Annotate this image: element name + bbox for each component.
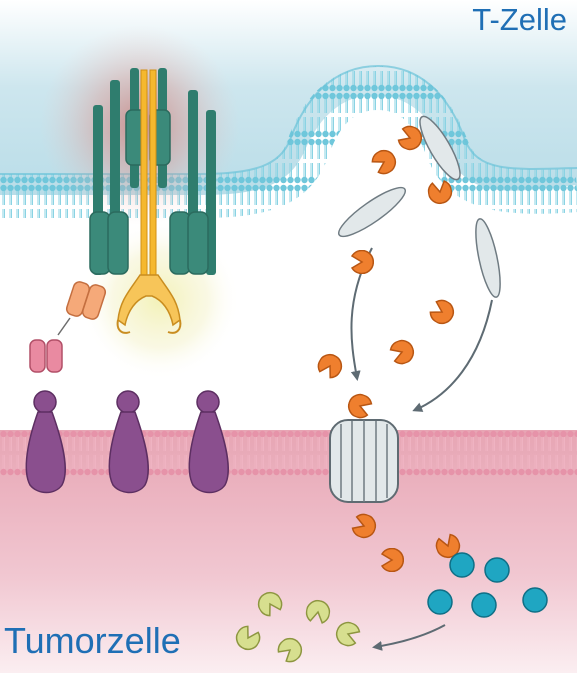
tumor-cell-membrane <box>0 430 577 476</box>
cyan-particles <box>427 552 548 618</box>
perforin-monomers <box>337 115 501 298</box>
t-cell-receptor-complex <box>89 68 216 334</box>
t-cell-label: T-Zelle <box>472 2 567 37</box>
tumor-cell-label: Tumorzelle <box>4 620 181 661</box>
t-cell-membrane <box>0 65 577 218</box>
co-receptor <box>29 281 107 373</box>
perforin-pore <box>329 419 399 503</box>
tumor-antigen <box>25 390 229 494</box>
